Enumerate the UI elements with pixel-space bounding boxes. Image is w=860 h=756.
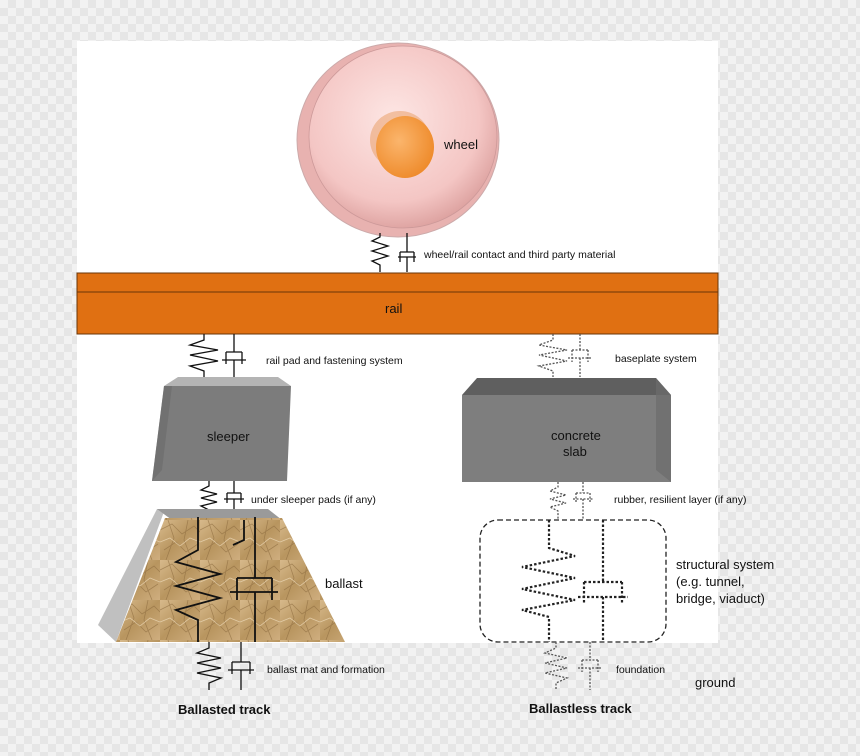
ballast-mat-spring-damper — [194, 642, 254, 690]
wheel-label: wheel — [444, 137, 478, 152]
slab-label-line1: concrete — [551, 428, 601, 443]
structural-system — [479, 519, 667, 643]
concrete-slab-block — [462, 378, 671, 482]
railpad-label: rail pad and fastening system — [266, 355, 403, 367]
ballastless-track-title: Ballastless track — [529, 701, 632, 716]
railpad-spring-damper — [187, 334, 246, 377]
structural-label-1: structural system — [676, 557, 775, 572]
ground-label: ground — [695, 675, 736, 690]
ballast-label: ballast — [325, 576, 363, 591]
baseplate-spring-damper — [536, 334, 592, 377]
structural-label-3: bridge, viaduct) — [676, 591, 765, 606]
ballasted-track-title: Ballasted track — [178, 702, 271, 717]
wheel-shape — [296, 42, 500, 238]
structural-label-2: (e.g. tunnel, — [676, 574, 745, 589]
foundation-spring-damper — [542, 642, 602, 690]
sleeper-label: sleeper — [207, 429, 250, 444]
rail-bar — [76, 272, 719, 335]
baseplate-label: baseplate system — [615, 353, 697, 365]
rubber-spring-damper — [548, 482, 593, 520]
ballast-body — [98, 509, 345, 642]
ballast-spring-damper — [172, 517, 278, 642]
rubber-label: rubber, resilient layer (if any) — [614, 494, 747, 506]
sleeper-block — [152, 377, 291, 481]
contact-label: wheel/rail contact and third party mater… — [424, 249, 616, 261]
ballast-mat-label: ballast mat and formation — [267, 664, 385, 676]
rail-label: rail — [385, 301, 403, 316]
under-sleeper-spring-damper — [199, 481, 244, 517]
foundation-label: foundation — [616, 664, 666, 676]
under-sleeper-label: under sleeper pads (if any) — [251, 494, 376, 506]
slab-label-line2: slab — [563, 444, 587, 459]
contact-spring-damper — [369, 233, 416, 272]
